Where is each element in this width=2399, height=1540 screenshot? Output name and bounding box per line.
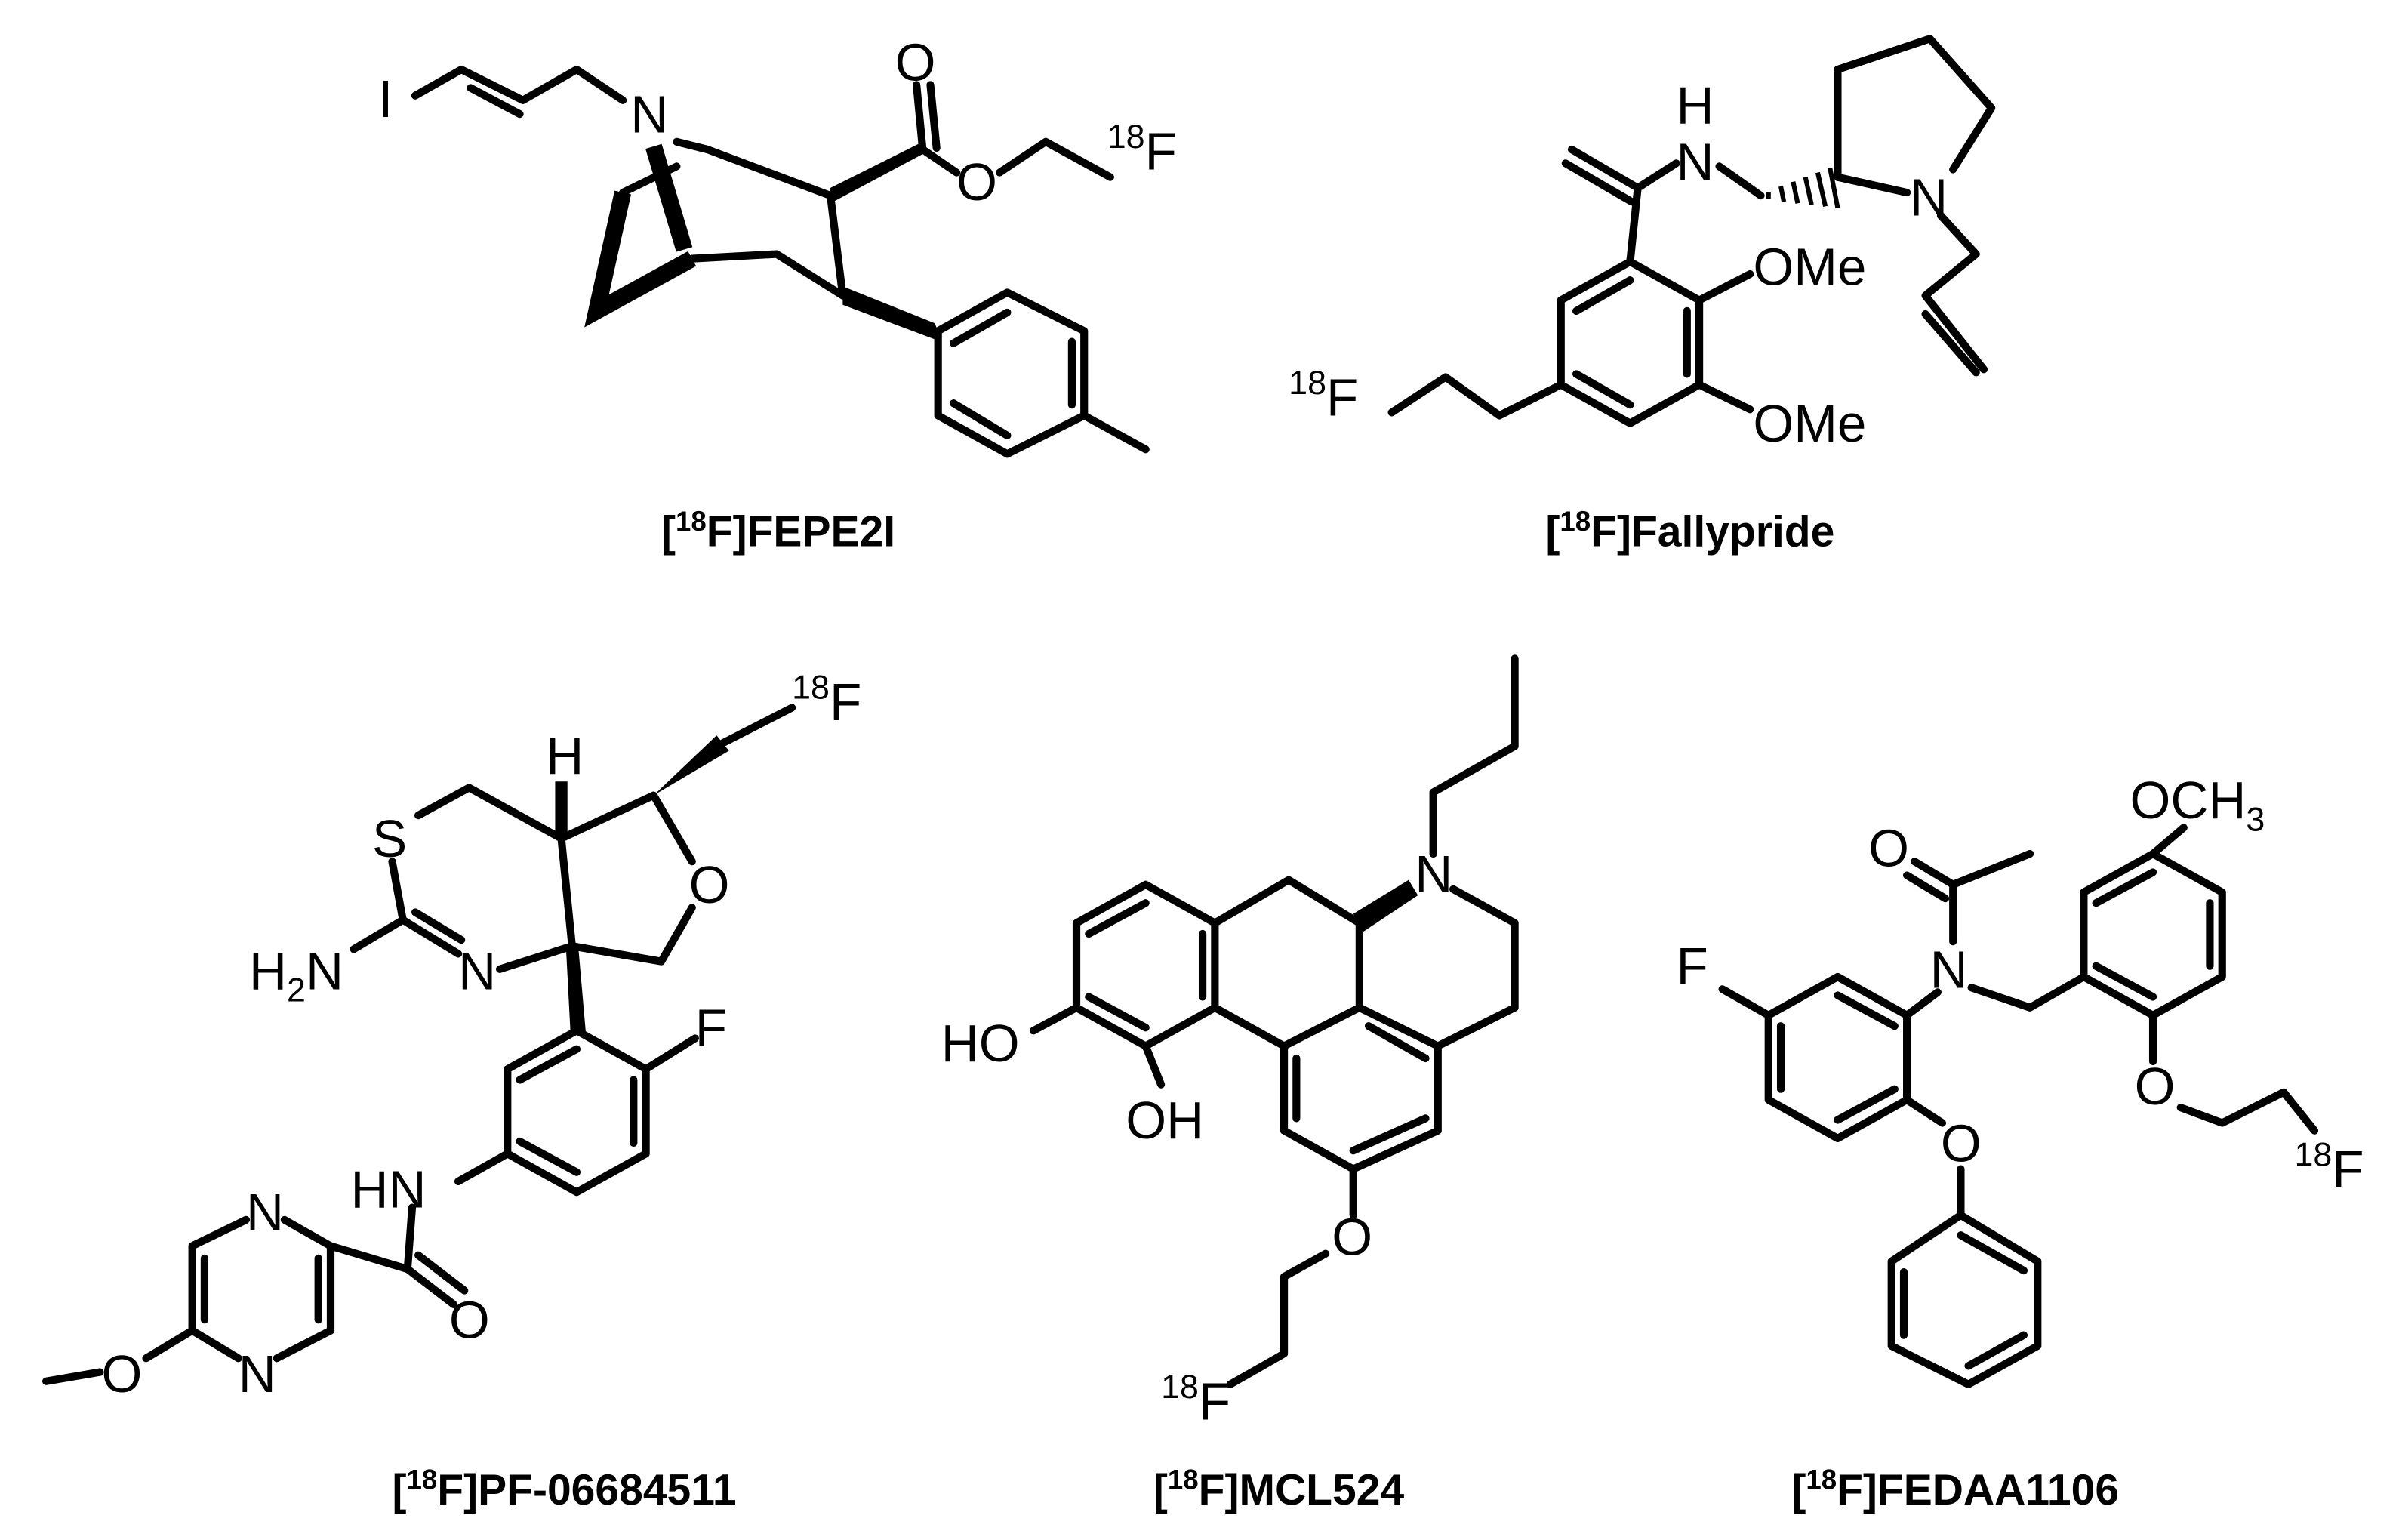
atom-hydrogen-amide: H <box>1677 75 1714 134</box>
atom-nitrogen-pyrazine-2: N <box>239 1344 276 1403</box>
atom-nitrogen: N <box>1415 845 1452 904</box>
compound-label-fallypride: [18F]Fallypride <box>1545 506 1834 556</box>
atom-oxygen-phenoxy: O <box>1941 1113 1982 1172</box>
atom-oxygen-ester: O <box>956 152 997 211</box>
atom-fluorine: F <box>1677 937 1708 996</box>
atom-fluorine-18: 18F <box>792 668 861 732</box>
structure-fedaa1106: F N O OCH3 O O 18F [18F]FEDAA1106 <box>1677 771 2364 1514</box>
atom-fluorine: F <box>695 999 727 1058</box>
atom-nitrogen-amide: N <box>1677 133 1714 192</box>
structure-pf-06684511: S H H2N N O 18F F HN N N O O [18F]PF-066… <box>42 668 861 1514</box>
atom-oxygen-acetyl: O <box>1868 818 1909 877</box>
atom-hydroxyl-1: HO <box>941 1014 1020 1073</box>
structure-mcl524: N HO OH O 18F [18F]MCL524 <box>941 654 1519 1514</box>
atom-nitrogen: N <box>1930 940 1968 999</box>
atom-nitrogen-pyrazine-1: N <box>246 1183 284 1242</box>
atom-nitrogen-pyrrolidine: N <box>1910 168 1948 227</box>
compound-label-pf-06684511: [18F]PF-06684511 <box>392 1464 736 1514</box>
atom-amide-nh: HN <box>350 1160 426 1219</box>
atom-oxygen-furan: O <box>689 855 730 914</box>
atom-nitrogen-amidine: N <box>458 941 496 1000</box>
atom-methoxy-2: OMe <box>1753 394 1866 453</box>
atom-iodine: I <box>378 69 393 128</box>
atom-oxygen-fluoroethoxy: O <box>2135 1057 2176 1116</box>
atom-amino: H2N <box>249 941 343 1009</box>
atom-hydrogen-ringfusion: H <box>546 726 584 785</box>
atom-methoxy: OCH3 <box>2130 771 2265 838</box>
atom-oxygen-amide: O <box>449 1291 490 1350</box>
atom-fluorine-18: 18F <box>1161 1368 1230 1431</box>
atom-oxygen-carbonyl: O <box>895 32 936 91</box>
compound-label-fedaa1106: [18F]FEDAA1106 <box>1791 1464 2119 1514</box>
atom-methoxy-1: OMe <box>1753 237 1866 296</box>
atom-nitrogen: N <box>630 85 668 144</box>
atom-oxygen-ether: O <box>1332 1208 1372 1267</box>
atom-fluorine-18: 18F <box>1289 364 1358 427</box>
atom-fluorine-18: 18F <box>2294 1136 2364 1200</box>
atom-fluorine-18: 18F <box>1107 118 1177 181</box>
structure-fallypride: H N N OMe OMe 18F [18F]Fallypride <box>1289 35 1996 556</box>
structure-fepe2i: I N O O 18F [18F]FEPE2I <box>378 32 1177 556</box>
atom-oxygen-methoxy: O <box>101 1344 142 1403</box>
atom-sulfur: S <box>372 809 407 868</box>
compound-label-mcl524: [18F]MCL524 <box>1153 1464 1405 1514</box>
atom-hydroxyl-2: OH <box>1126 1091 1204 1150</box>
compound-label-fepe2i: [18F]FEPE2I <box>661 506 895 556</box>
